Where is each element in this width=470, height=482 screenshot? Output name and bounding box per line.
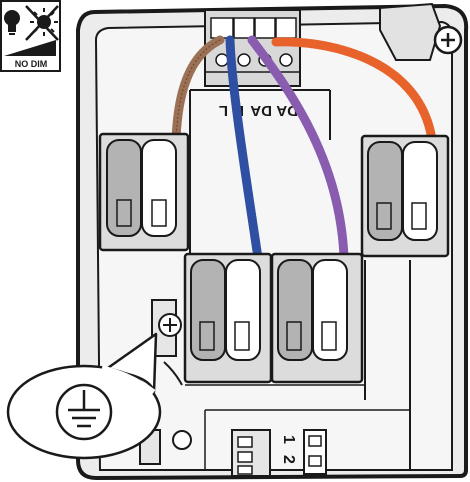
no-dim-label: NO DIM (15, 59, 48, 69)
no-dimmer-icon (25, 5, 59, 41)
wire-brown (171, 35, 225, 145)
wire-purple (247, 35, 349, 263)
connector-bottom-left (183, 252, 273, 384)
connector-bottom-right (270, 252, 364, 384)
ground-callout (6, 332, 162, 460)
wire-blue (225, 35, 263, 263)
no-dim-badge: NO DIM (0, 0, 61, 72)
connector-left (98, 132, 190, 252)
terminal-label-da-2: DA (250, 102, 272, 119)
bulb-icon (4, 10, 20, 35)
connector-number-1: 1 (280, 435, 297, 444)
lower-connector: 1 2 (231, 429, 327, 477)
terminal-label-l-2: L (219, 102, 228, 119)
wires (171, 35, 437, 263)
connector-number-2: 2 (280, 455, 297, 464)
screw-icon (433, 25, 463, 55)
ground-symbol-icon (55, 383, 113, 441)
wire-orange (271, 37, 437, 145)
connector-right (360, 134, 450, 258)
